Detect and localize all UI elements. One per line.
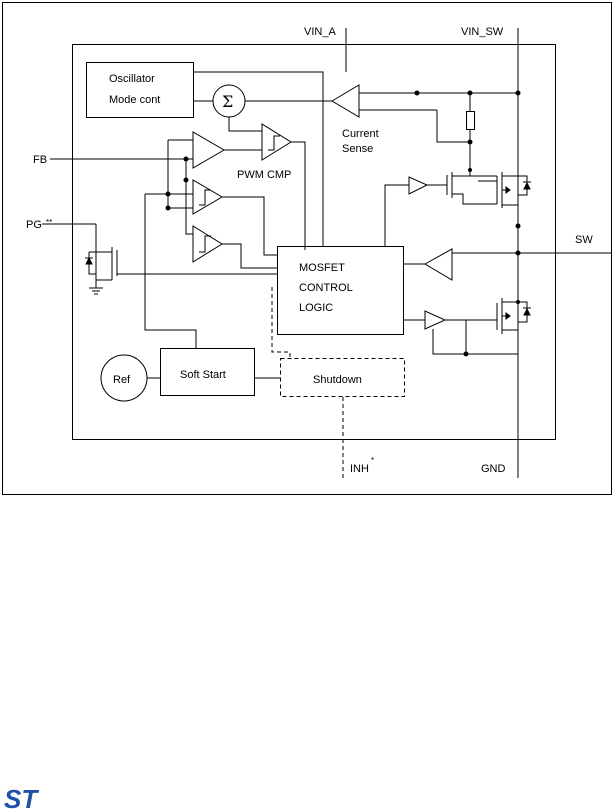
mosfet-control-logic	[277, 246, 404, 335]
current-sense-amp	[331, 84, 360, 118]
sum-symbol: Σ	[222, 92, 233, 111]
high-side-mosfet	[496, 172, 531, 208]
low-side-mosfet	[496, 298, 531, 334]
inh-note: *	[371, 456, 374, 465]
shutdown-label: Shutdown	[313, 374, 362, 386]
pg-mosfet	[85, 224, 277, 295]
current-sense-label-1: Current	[342, 128, 379, 140]
ref-label: Ref	[113, 374, 131, 386]
pg-label: PG	[26, 219, 42, 231]
shutdown-block	[280, 358, 405, 397]
chip-boundary	[72, 44, 556, 440]
low-side-driver	[424, 310, 447, 330]
soft-start-block	[160, 348, 255, 396]
sw-sense-amp	[423, 248, 453, 281]
high-side-driver	[408, 176, 429, 195]
current-sense-label-2: Sense	[342, 143, 373, 155]
error-amplifier	[192, 131, 225, 169]
st-logo: ST	[4, 784, 39, 812]
fb-label: FB	[33, 154, 47, 166]
pg-note: **	[46, 218, 52, 227]
comparator-3	[192, 225, 223, 263]
sense-resistor	[466, 111, 475, 130]
inh-label: INH	[350, 463, 369, 475]
gnd-label: GND	[481, 463, 506, 475]
figure-frame	[2, 2, 612, 495]
mode-cont-label-text: Mode cont	[109, 94, 160, 106]
pwm-cmp-label: PWM CMP	[237, 169, 291, 181]
mosfet-label-1: MOSFET	[299, 262, 345, 274]
st-logo-text: ST	[4, 784, 39, 812]
vin-a-label: VIN_A	[304, 26, 336, 38]
oscillator-label: Oscillator	[109, 73, 155, 85]
comparator-2	[192, 179, 223, 215]
soft-start-label: Soft Start	[180, 369, 226, 381]
oscillator-block	[86, 62, 194, 118]
vin-sw-label: VIN_SW	[461, 26, 504, 38]
pwm-comparator	[261, 123, 292, 161]
sw-label: SW	[575, 234, 593, 246]
mosfet-label-2: CONTROL	[299, 282, 353, 294]
mosfet-label-3: LOGIC	[299, 302, 333, 314]
